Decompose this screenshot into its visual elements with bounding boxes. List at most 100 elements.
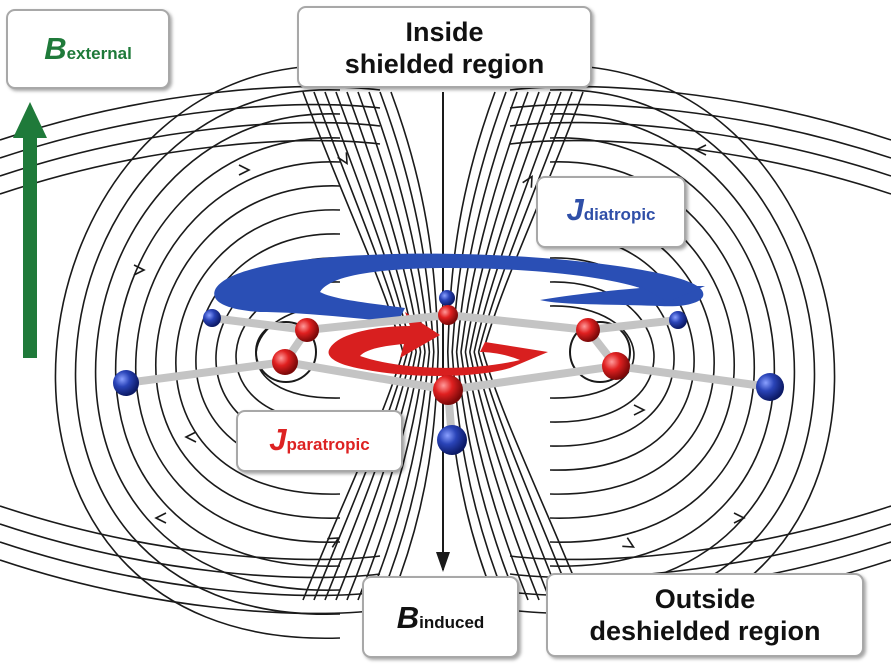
field-line-center bbox=[390, 351, 439, 601]
field-line-left bbox=[54, 65, 341, 639]
atom-red bbox=[576, 318, 600, 342]
j-diatropic-symbol: J bbox=[566, 192, 584, 227]
field-line-center bbox=[477, 351, 573, 601]
field-line-center bbox=[455, 91, 518, 353]
atom-blue bbox=[439, 290, 455, 306]
field-line-arrow bbox=[337, 152, 348, 166]
paratropic-current-ring bbox=[328, 312, 548, 376]
field-line-outer bbox=[509, 121, 891, 177]
external-field-arrow bbox=[13, 102, 47, 358]
field-line-outer bbox=[0, 139, 381, 195]
inside-line2: shielded region bbox=[344, 49, 545, 79]
j-diatropic-subscript: diatropic bbox=[583, 205, 656, 224]
field-line-right bbox=[549, 89, 816, 615]
molecule-atoms bbox=[113, 290, 784, 455]
field-line-center bbox=[324, 91, 413, 353]
bond bbox=[303, 311, 452, 334]
b-induced-symbol: B bbox=[396, 600, 420, 635]
field-line-left bbox=[94, 113, 341, 591]
j-diatropic-label: Jdiatropic bbox=[536, 176, 686, 248]
b-induced-label: Binduced bbox=[362, 576, 519, 658]
field-line-center bbox=[451, 91, 507, 353]
field-line-right bbox=[549, 209, 715, 495]
bond bbox=[281, 358, 452, 394]
field-line-right bbox=[549, 281, 655, 423]
field-line-center bbox=[379, 351, 435, 601]
field-line-left bbox=[114, 137, 341, 567]
field-line-center bbox=[460, 351, 529, 601]
bond bbox=[444, 362, 620, 394]
field-line-center bbox=[357, 351, 426, 601]
field-line-outer bbox=[0, 541, 381, 597]
atom-blue bbox=[203, 309, 221, 327]
field-line-center bbox=[324, 351, 413, 601]
field-line-center bbox=[469, 351, 551, 601]
field-line-arrow bbox=[133, 264, 146, 276]
j-paratropic-symbol: J bbox=[269, 422, 287, 457]
field-line-right bbox=[549, 305, 635, 399]
field-line-arrow bbox=[694, 144, 707, 156]
field-line-center bbox=[477, 91, 573, 353]
outside-line2: deshielded region bbox=[589, 616, 821, 646]
atom-blue bbox=[756, 373, 784, 401]
bond bbox=[612, 362, 774, 391]
field-line-right bbox=[549, 137, 776, 567]
field-line-outer bbox=[0, 559, 381, 615]
field-line-center bbox=[368, 91, 431, 353]
j-paratropic-label: Jparatropic bbox=[236, 410, 403, 472]
atom-red bbox=[438, 305, 458, 325]
b-external-subscript: external bbox=[66, 44, 132, 63]
field-line-center bbox=[482, 351, 584, 601]
field-line-arrow bbox=[238, 164, 251, 176]
field-line-center bbox=[469, 91, 551, 353]
atom-blue bbox=[437, 425, 467, 455]
bond bbox=[584, 316, 682, 334]
atom-red bbox=[295, 318, 319, 342]
atom-red bbox=[272, 349, 298, 375]
field-line-left bbox=[134, 161, 341, 543]
atom-red bbox=[433, 375, 463, 405]
field-line-center bbox=[473, 351, 562, 601]
induced-field-arrow-head bbox=[436, 552, 450, 572]
field-line-arrow bbox=[633, 404, 646, 416]
field-line-left bbox=[74, 89, 341, 615]
field-line-outer bbox=[509, 139, 891, 195]
field-line-center bbox=[302, 351, 404, 601]
field-line-right bbox=[549, 113, 796, 591]
field-line-arrow bbox=[733, 512, 746, 524]
bond bbox=[122, 358, 289, 387]
field-line-outer bbox=[0, 505, 381, 561]
field-line-outer bbox=[0, 523, 381, 579]
diatropic-current-ring bbox=[214, 253, 705, 322]
b-induced-subscript: induced bbox=[419, 613, 485, 632]
field-line-center bbox=[473, 91, 562, 353]
field-line-arrow bbox=[522, 174, 533, 188]
atom-blue bbox=[669, 311, 687, 329]
field-line-left bbox=[175, 209, 341, 495]
j-paratropic-subscript: paratropic bbox=[286, 435, 370, 454]
inner-loop-left bbox=[255, 321, 317, 383]
bond bbox=[208, 314, 311, 334]
field-line-center bbox=[379, 91, 435, 353]
outside-deshielded-label: Outside deshielded region bbox=[546, 573, 864, 657]
b-external-symbol: B bbox=[44, 31, 67, 66]
field-line-left bbox=[155, 185, 341, 519]
field-line-outer bbox=[509, 103, 891, 159]
inside-line1: Inside bbox=[405, 17, 484, 47]
field-line-outer bbox=[0, 121, 381, 177]
field-line-center bbox=[460, 91, 529, 353]
field-line-outer bbox=[509, 523, 891, 579]
field-line-arrow bbox=[184, 431, 197, 443]
field-line-center bbox=[464, 351, 540, 601]
field-line-center bbox=[455, 351, 518, 601]
outside-line1: Outside bbox=[654, 584, 756, 614]
field-line-center bbox=[464, 91, 540, 353]
field-line-arrow bbox=[622, 537, 636, 548]
field-line-center bbox=[482, 91, 584, 353]
inside-shielded-label: Inside shielded region bbox=[297, 6, 592, 88]
field-line-center bbox=[368, 351, 431, 601]
b-external-label: Bexternal bbox=[6, 9, 170, 89]
field-line-left bbox=[255, 305, 341, 399]
